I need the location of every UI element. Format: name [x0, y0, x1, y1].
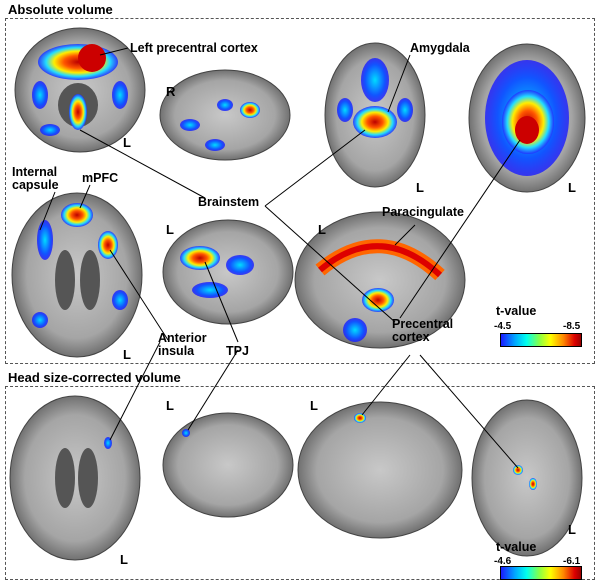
- label-anterior-insula-line1: Anterior: [158, 331, 207, 345]
- label-precentral-cortex-line1: Precentral: [392, 317, 454, 331]
- orientation-l-marker-6: L: [123, 347, 131, 362]
- orientation-l-marker-3: L: [568, 180, 576, 195]
- axial-amygdala-slice: [324, 42, 426, 188]
- sagittal-tpj-slice: [162, 219, 294, 325]
- sagittal-corrected-tpj-slice: [162, 412, 294, 518]
- t-value-scale-title-bottom: t-value: [496, 540, 537, 554]
- orientation-l-marker-4: L: [166, 222, 174, 237]
- label-tpj: TPJ: [226, 344, 249, 358]
- label-precentral-cortex-line2: cortex: [392, 330, 430, 344]
- orientation-l-marker-9: L: [120, 552, 128, 567]
- t-value-scale-max-bottom: -6.1: [563, 556, 581, 567]
- sagittal-right-slice: [159, 69, 291, 161]
- leader-lines: [39, 47, 521, 469]
- orientation-l-marker-8: L: [310, 398, 318, 413]
- label-anterior-insula-line2: insula: [158, 344, 195, 358]
- axial-capsule-slice: [11, 192, 143, 358]
- label-amygdala: Amygdala: [410, 41, 470, 55]
- axial-corrected-precentral-slice: [471, 399, 583, 557]
- t-value-colorbar-bottom: [500, 566, 582, 580]
- coronal-brain-slice: [14, 27, 146, 153]
- sagittal-paracingulate-slice: [294, 211, 466, 349]
- orientation-l-marker-7: L: [166, 398, 174, 413]
- corrected-volume-panel: [5, 386, 595, 580]
- corrected-volume-title: Head size-corrected volume: [8, 370, 181, 385]
- orientation-l-marker-10: L: [568, 522, 576, 537]
- label-paracingulate: Paracingulate: [382, 205, 464, 219]
- axial-precentral-slice: [468, 43, 586, 193]
- label-internal-capsule-line1: Internal: [12, 165, 58, 179]
- t-value-colorbar-top: [500, 333, 582, 347]
- t-value-scale-title-top: t-value: [496, 304, 537, 318]
- label-brainstem: Brainstem: [198, 195, 260, 209]
- t-value-scale-min-bottom: -4.6: [494, 556, 512, 567]
- orientation-r-marker: R: [166, 84, 176, 99]
- label-mpfc: mPFC: [82, 171, 119, 185]
- axial-corrected-insula-slice: [9, 395, 141, 561]
- label-internal-capsule-line2: capsule: [12, 178, 59, 192]
- label-left-precentral-cortex: Left precentral cortex: [130, 41, 258, 55]
- sagittal-corrected-precentral-slice: [297, 401, 463, 539]
- t-value-scale-max-top: -8.5: [563, 321, 581, 332]
- orientation-l-marker-2: L: [416, 180, 424, 195]
- absolute-volume-title: Absolute volume: [8, 2, 113, 17]
- orientation-l-marker-1: L: [123, 135, 131, 150]
- t-value-scale-min-top: -4.5: [494, 321, 512, 332]
- absolute-volume-panel: [5, 18, 595, 364]
- orientation-l-marker-5: L: [318, 222, 326, 237]
